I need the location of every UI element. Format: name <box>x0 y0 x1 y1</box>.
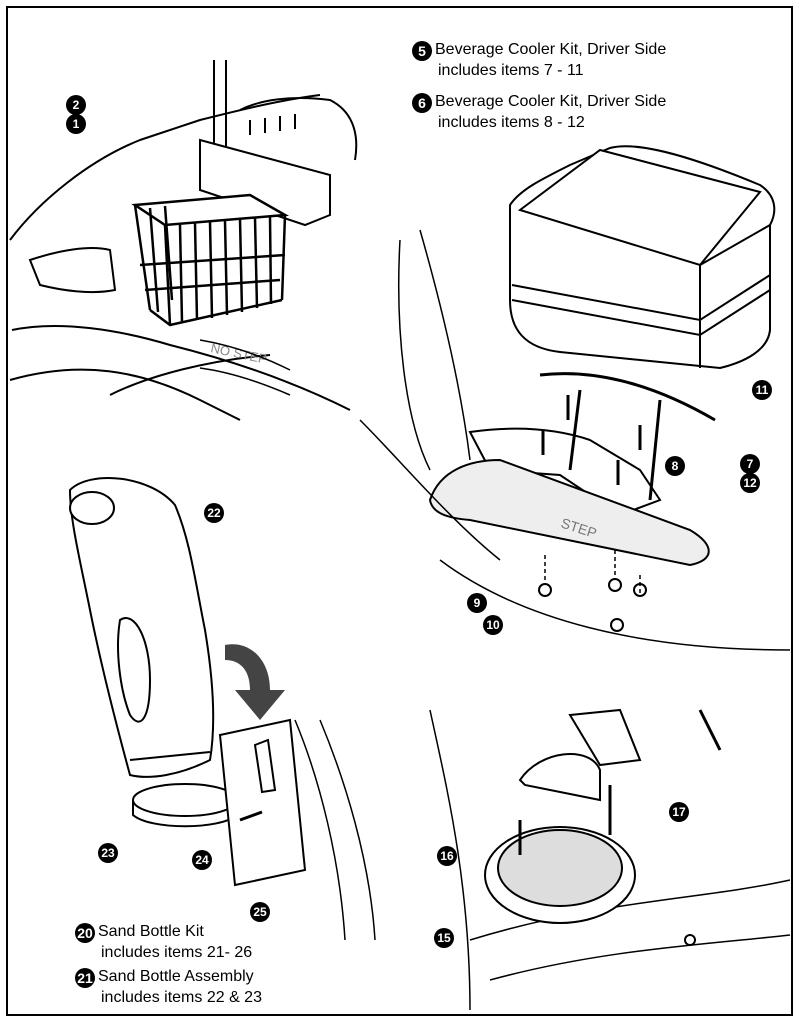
callout-10: 10 <box>483 615 503 635</box>
item-number-badge: 5 <box>412 41 432 61</box>
caption-title: Beverage Cooler Kit, Driver Side <box>435 41 667 58</box>
item-number-badge: 20 <box>75 923 95 943</box>
callout-16: 16 <box>437 846 457 866</box>
basket-drawing: NO STEP <box>9 60 358 421</box>
caption-title: Sand Bottle Assembly <box>98 968 254 985</box>
callout-17: 17 <box>669 802 689 822</box>
caption-detail: includes items 21- 26 <box>101 944 253 961</box>
caption-detail: includes items 8 - 12 <box>438 114 585 131</box>
caption-detail: includes items 22 & 23 <box>101 989 262 1006</box>
callout-22: 22 <box>204 503 224 523</box>
step-pad-drawing <box>429 708 791 1011</box>
callout-12: 12 <box>740 473 760 493</box>
cooler-drawing: STEP <box>359 145 791 651</box>
sand-bottle-drawing <box>68 477 376 941</box>
callout-9: 9 <box>467 593 487 613</box>
callout-23: 23 <box>98 843 118 863</box>
callout-2: 2 <box>66 95 86 115</box>
callout-11: 11 <box>752 380 772 400</box>
caption-title: Sand Bottle Kit <box>98 923 204 940</box>
caption-detail: includes items 7 - 11 <box>438 62 584 79</box>
callout-7: 7 <box>740 454 760 474</box>
callout-25: 25 <box>250 902 270 922</box>
callout-15: 15 <box>434 928 454 948</box>
callout-24: 24 <box>192 850 212 870</box>
caption-title: Beverage Cooler Kit, Driver Side <box>435 93 667 110</box>
callout-1: 1 <box>66 114 86 134</box>
callout-8: 8 <box>665 456 685 476</box>
item-number-badge: 6 <box>412 93 432 113</box>
item-number-badge: 21 <box>75 968 95 988</box>
